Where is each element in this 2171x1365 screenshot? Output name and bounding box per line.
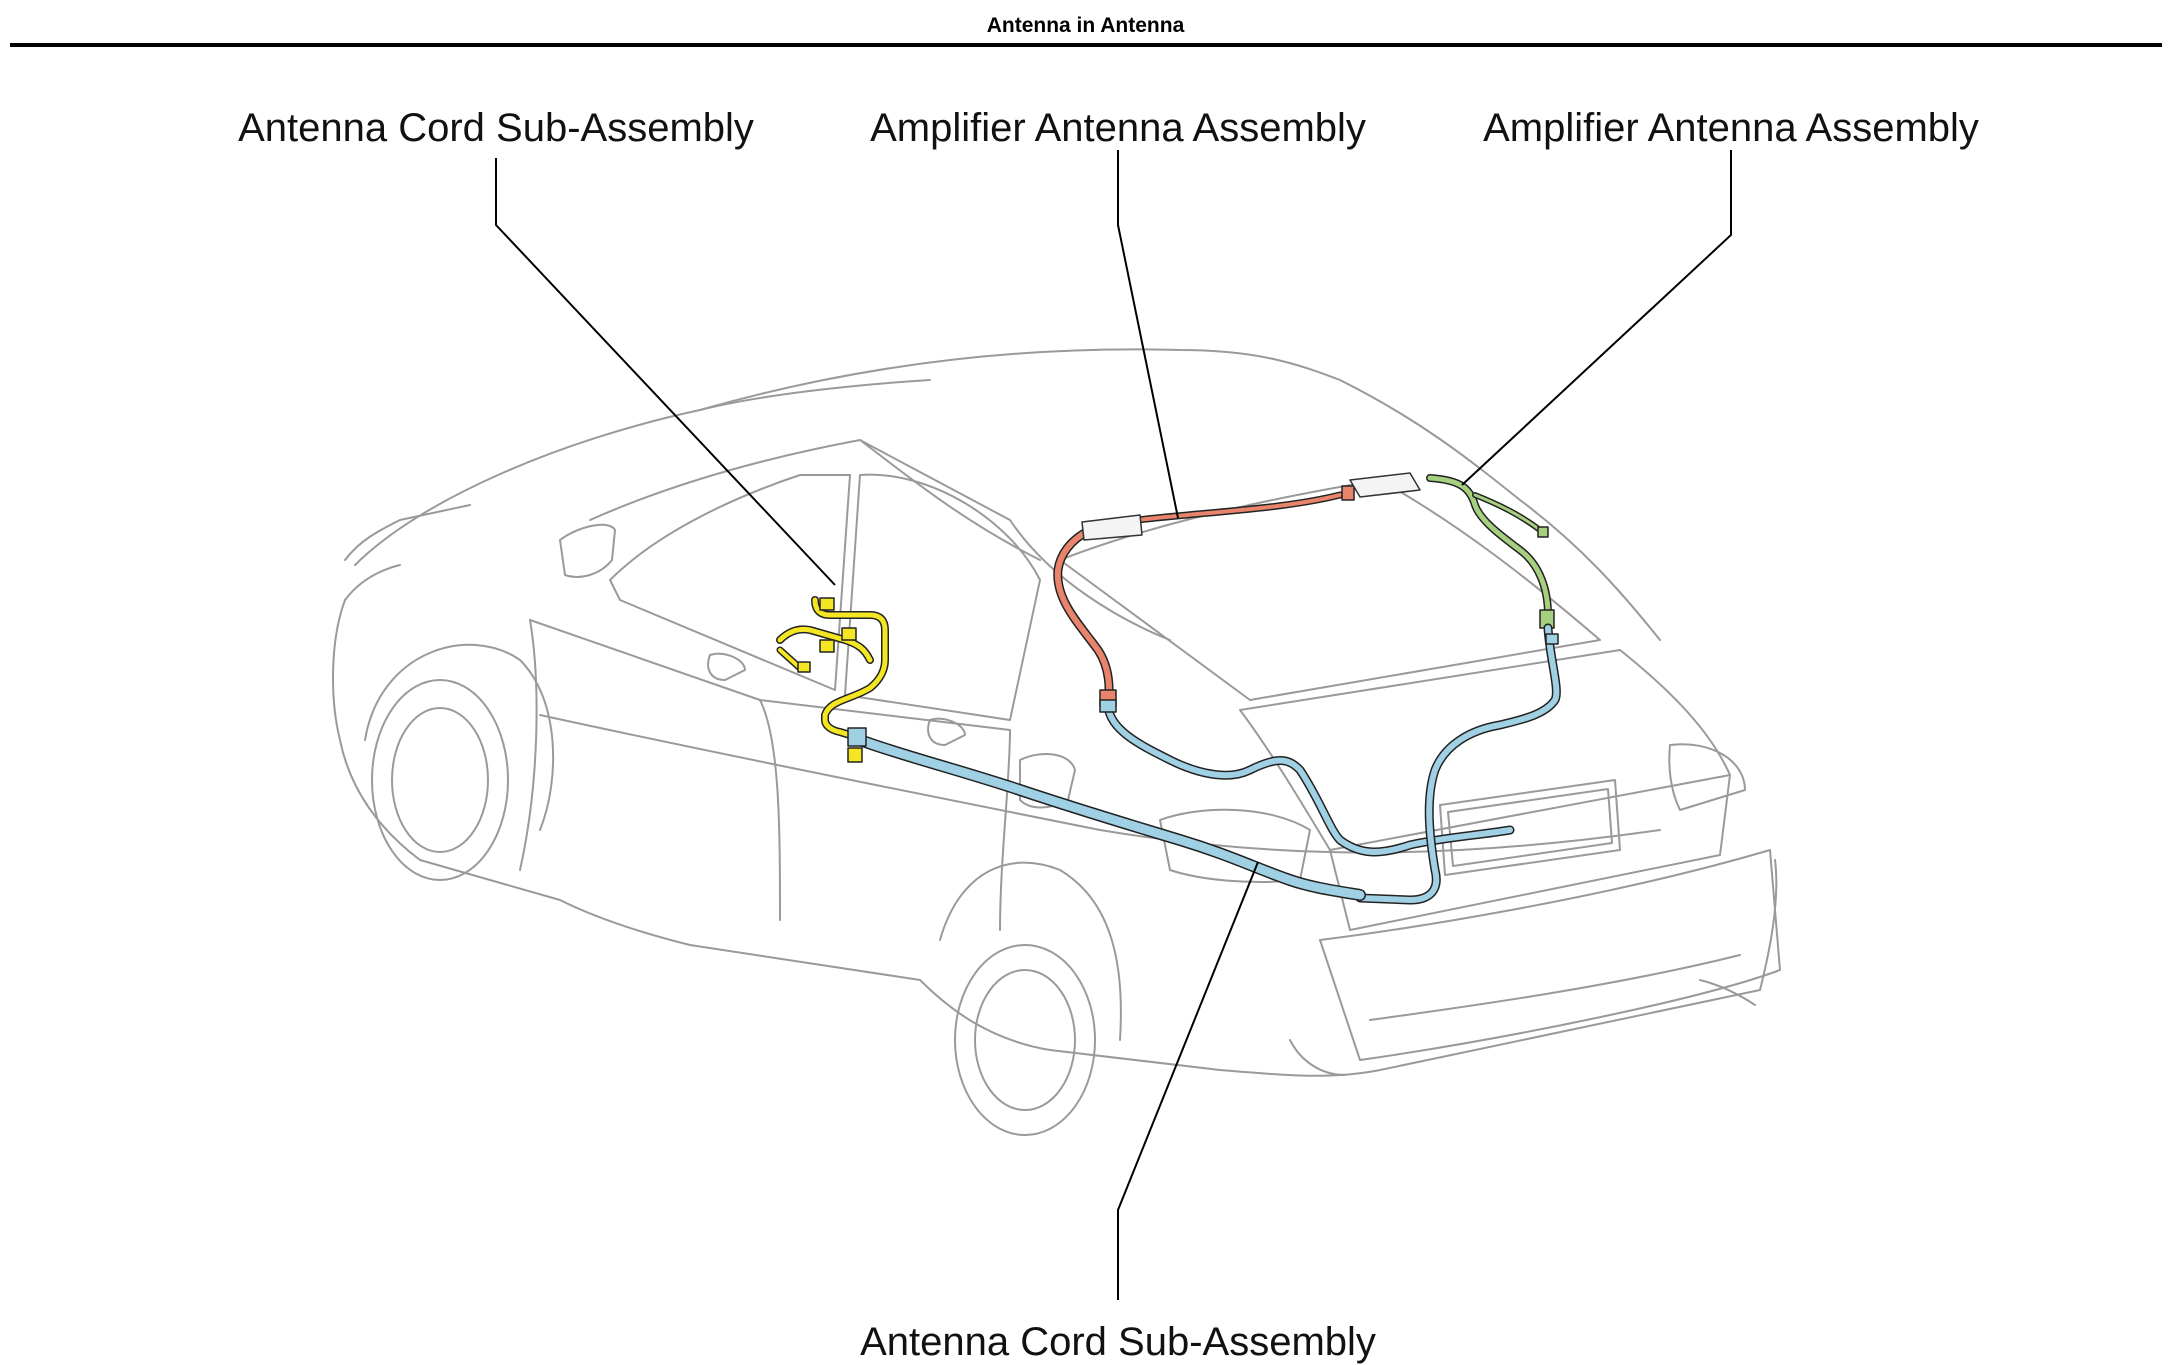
leader-antenna-cord-top: [495, 158, 836, 586]
callout-amplifier-right: Amplifier Antenna Assembly: [1483, 106, 1979, 150]
antenna-cord-front-yellow: [776, 596, 889, 742]
amplifier-antenna-right-green: [1349, 472, 1555, 629]
leader-amplifier-right: [1461, 150, 1732, 486]
leader-amplifier-center: [1117, 150, 1179, 519]
leader-antenna-cord-bottom: [1117, 861, 1259, 1300]
callout-amplifier-center: Amplifier Antenna Assembly: [870, 106, 1366, 150]
callout-antenna-cord-bottom: Antenna Cord Sub-Assembly: [860, 1320, 1376, 1364]
antenna-cord-main-blue: [847, 623, 1561, 905]
car-outline: [332, 348, 1781, 1136]
amplifier-antenna-center-red: [1053, 485, 1355, 707]
page-title: Antenna in Antenna: [986, 14, 1185, 37]
leader-lines: [495, 150, 1732, 1300]
callout-antenna-cord-top: Antenna Cord Sub-Assembly: [238, 106, 754, 150]
header-divider: [10, 43, 2162, 47]
